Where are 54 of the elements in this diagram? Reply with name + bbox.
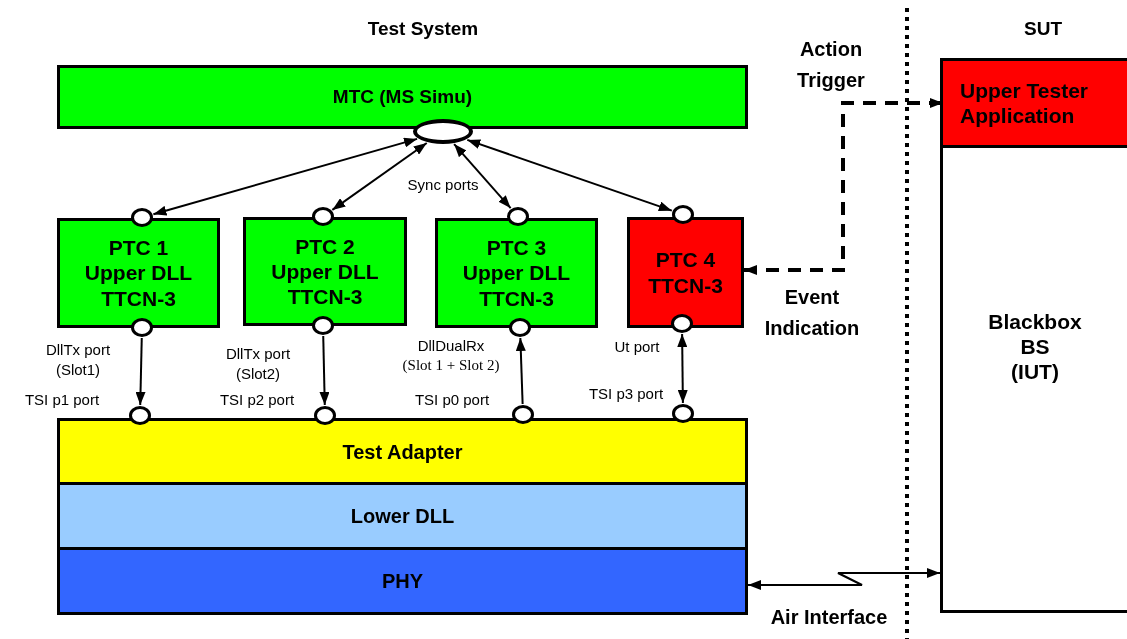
port-circle bbox=[509, 318, 531, 337]
heading-text: Test System bbox=[367, 17, 479, 41]
arrow bbox=[515, 337, 526, 405]
port-label: Sync ports bbox=[407, 176, 479, 195]
port-label: TSI p0 port bbox=[414, 391, 490, 410]
port-circle bbox=[671, 314, 693, 333]
port-label: DllTx port (Slot1) bbox=[44, 340, 112, 380]
port-circle bbox=[312, 316, 334, 335]
arrow bbox=[152, 137, 419, 216]
port-circle bbox=[314, 406, 336, 425]
port-circle bbox=[672, 205, 694, 224]
heading-text: Action Trigger bbox=[796, 37, 866, 93]
arrow bbox=[135, 337, 146, 406]
port-circle bbox=[672, 404, 694, 423]
port-label: TSI p2 port bbox=[219, 391, 295, 410]
port-circle bbox=[131, 208, 153, 227]
box-label: PTC 2 Upper DLL TTCN-3 bbox=[270, 233, 380, 310]
box-label: PHY bbox=[381, 569, 424, 593]
heading-text: SUT bbox=[1024, 17, 1062, 41]
box-label: Lower DLL bbox=[350, 504, 455, 528]
component-box bbox=[57, 218, 220, 328]
port-circle bbox=[512, 405, 534, 424]
heading-text: Air Interface bbox=[770, 605, 888, 630]
box-label: Upper Tester Application bbox=[960, 77, 1089, 129]
component-box bbox=[57, 418, 748, 485]
port-circle bbox=[129, 406, 151, 425]
box-label: Blackbox BS (IUT) bbox=[987, 309, 1083, 385]
port-label: (Slot 1 + Slot 2) bbox=[402, 356, 500, 375]
port-label: TSI p3 port bbox=[588, 385, 664, 404]
port-label: Ut port bbox=[614, 338, 660, 357]
box-label: PTC 1 Upper DLL TTCN-3 bbox=[83, 235, 194, 311]
component-box bbox=[57, 482, 748, 550]
component-box bbox=[57, 547, 748, 615]
heading-text: Event Indication bbox=[763, 285, 861, 341]
port-label: DllTx port (Slot2) bbox=[224, 344, 292, 384]
component-box bbox=[435, 218, 598, 328]
port-circle bbox=[131, 318, 153, 337]
component-box bbox=[943, 61, 1127, 148]
arrow bbox=[331, 142, 428, 211]
port-label: TSI p1 port bbox=[24, 391, 100, 410]
arrow bbox=[677, 333, 688, 404]
box-label: MTC (MS Simu) bbox=[332, 85, 473, 109]
arrow bbox=[466, 138, 673, 212]
component-box bbox=[57, 65, 748, 129]
box-label: PTC 3 Upper DLL TTCN-3 bbox=[461, 235, 572, 311]
arrow bbox=[747, 568, 941, 590]
component-box bbox=[243, 217, 407, 326]
arrow bbox=[319, 335, 330, 406]
arrow bbox=[453, 143, 512, 210]
box-label: PTC 4 TTCN-3 bbox=[647, 247, 724, 298]
box-label: Test Adapter bbox=[342, 439, 463, 464]
component-box bbox=[940, 58, 1127, 613]
port-label: DllDualRx bbox=[417, 337, 485, 356]
component-box bbox=[627, 217, 744, 328]
